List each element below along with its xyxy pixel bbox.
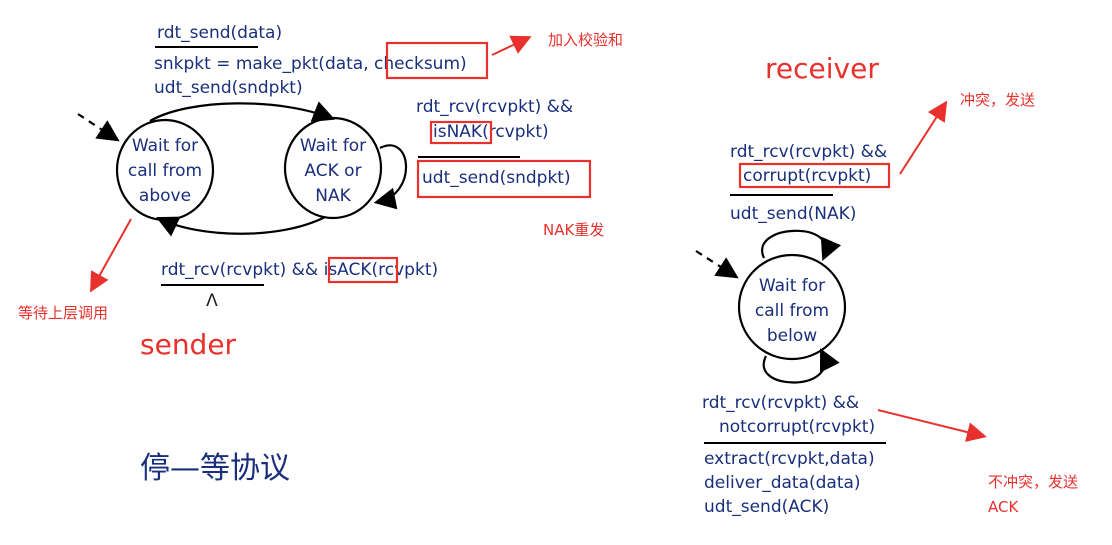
receiver-corrupt-event-2: corrupt(rcvpkt) (743, 166, 871, 186)
state-wait-call-above-line3: above (139, 186, 191, 206)
sender-ack-event: rdt_rcv(rcvpkt) && isACK(rcvpkt) (161, 260, 438, 280)
receiver-label: receiver (765, 52, 879, 85)
corrupt-annotation-arrow (899, 100, 948, 175)
checksum-text: checksum (374, 54, 460, 74)
isack-highlight-box (327, 256, 399, 284)
state-wait-call-below-line3: below (767, 326, 817, 346)
nak-resend-highlight-box (416, 159, 592, 199)
notcorrupt-annotation-line1: 不冲突，发送 (988, 473, 1078, 491)
protocol-title: 停—等协议 (140, 451, 290, 486)
receiver-ok-event-2: notcorrupt(rcvpkt) (719, 417, 875, 437)
sender-nak-event-2: isNAK(rcvpkt) (433, 122, 549, 142)
receiver-initial-arrow (695, 250, 739, 279)
sender-send-transition-arrow (149, 101, 336, 122)
receiver-notcorrupt-selfloop-arrow (762, 348, 840, 384)
state-wait-ack-nak-line2: ACK or (304, 161, 361, 181)
state-wait-ack-nak-line3: NAK (315, 186, 351, 206)
sender-label: sender (140, 328, 237, 361)
isnak-highlight-box (429, 120, 493, 145)
receiver-ok-action-2: deliver_data(data) (704, 473, 861, 493)
notcorrupt-annotation-arrow (877, 409, 987, 442)
isack-text: isACK (324, 260, 373, 280)
corrupt-highlight-box (738, 162, 891, 189)
state-wait-call-below (737, 253, 847, 361)
sender-nak-selfloop-arrow (373, 144, 408, 210)
wait-upper-annotation: 等待上层调用 (18, 304, 108, 322)
nak-resend-annotation: NAK重发 (543, 221, 604, 239)
state-wait-ack-nak-line1: Wait for (300, 136, 366, 156)
isnak-text: isNAK (433, 122, 483, 142)
sender-ack-action-lambda: Λ (206, 291, 218, 311)
corrupt-annotation: 冲突，发送 (960, 91, 1035, 109)
sender-nak-action: udt_send(sndpkt) (422, 168, 571, 188)
receiver-ok-action-3: udt_send(ACK) (704, 497, 829, 517)
sender-ack-transition-arrow (156, 216, 326, 237)
sender-nak-event-1: rdt_rcv(rcvpkt) && (416, 97, 573, 117)
state-wait-call-above-line2: call from (128, 161, 202, 181)
checksum-highlight-box (385, 41, 489, 80)
notcorrupt-annotation-line2: ACK (988, 498, 1019, 516)
receiver-ok-event-1: rdt_rcv(rcvpkt) && (702, 393, 859, 413)
checksum-annotation: 加入校验和 (548, 31, 623, 49)
receiver-corrupt-action: udt_send(NAK) (730, 204, 856, 224)
sender-initial-arrow (77, 113, 120, 142)
receiver-ok-action-1: extract(rcvpkt,data) (704, 449, 875, 469)
sender-send-action-2: udt_send(sndpkt) (154, 78, 303, 98)
state-wait-call-above-line1: Wait for (132, 136, 198, 156)
sender-send-action-1: snkpkt = make_pkt(data, checksum) (154, 54, 467, 74)
state-wait-call-below-line1: Wait for (759, 276, 825, 296)
state-wait-call-below-line2: call from (755, 301, 829, 321)
wait-upper-annotation-arrow (90, 218, 132, 293)
checksum-annotation-arrow (491, 35, 532, 56)
receiver-corrupt-selfloop-arrow (761, 229, 842, 262)
sender-send-event: rdt_send(data) (157, 23, 282, 43)
receiver-corrupt-event-1: rdt_rcv(rcvpkt) && (730, 142, 887, 162)
